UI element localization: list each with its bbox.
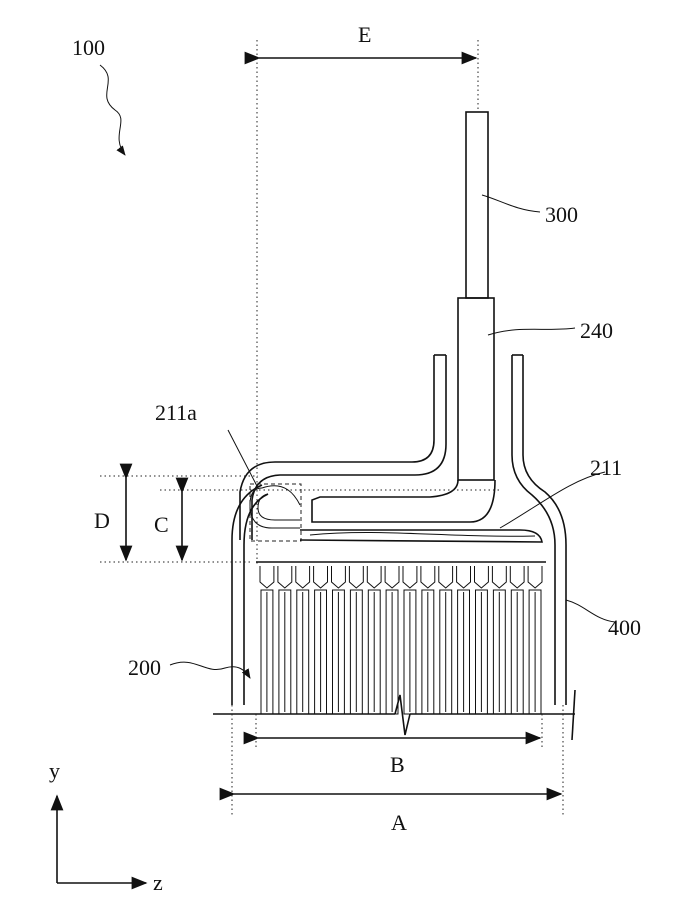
label-211: 211	[590, 455, 622, 480]
stator-slot-top	[278, 566, 292, 588]
axes-indicator: y z	[49, 758, 163, 895]
label-c: C	[154, 512, 169, 537]
dimension-e: E	[257, 22, 478, 565]
lead-wire-bend	[240, 355, 495, 540]
stator-slot-top	[457, 566, 471, 588]
axis-z-label: z	[153, 870, 163, 895]
sleeve-240: 240	[458, 298, 613, 480]
label-e: E	[358, 22, 371, 47]
label-b: B	[390, 752, 405, 777]
stator-slot-top	[349, 566, 363, 588]
label-400: 400	[608, 615, 641, 640]
label-a: A	[391, 810, 407, 835]
lead-211: 211	[300, 455, 622, 542]
coil-end-211a: 211a	[155, 400, 301, 541]
stator-slot-top	[492, 566, 506, 588]
label-100: 100	[72, 35, 105, 60]
stator-slot-top	[332, 566, 346, 588]
dimensions-c-d: D C	[94, 476, 500, 562]
stator-slot-top	[403, 566, 417, 588]
stator-slot-top	[367, 566, 381, 588]
stator-slot-top	[296, 566, 310, 588]
stator-slot-top	[421, 566, 435, 588]
stator-slot-top	[314, 566, 328, 588]
stator-200: 200	[128, 562, 546, 714]
stator-slot-top	[528, 566, 542, 588]
stator-slot-top	[475, 566, 489, 588]
stator-slot-top	[439, 566, 453, 588]
label-240: 240	[580, 318, 613, 343]
terminal-300: 300	[466, 112, 578, 298]
leader-100-arrow	[100, 65, 125, 155]
stator-slot-top	[385, 566, 399, 588]
label-300: 300	[545, 202, 578, 227]
dimension-b: B	[256, 714, 542, 777]
stator-slot-top	[260, 566, 274, 588]
stator-slot-top	[510, 566, 524, 588]
label-211a: 211a	[155, 400, 197, 425]
label-d: D	[94, 508, 110, 533]
label-200: 200	[128, 655, 161, 680]
axis-y-label: y	[49, 758, 60, 783]
